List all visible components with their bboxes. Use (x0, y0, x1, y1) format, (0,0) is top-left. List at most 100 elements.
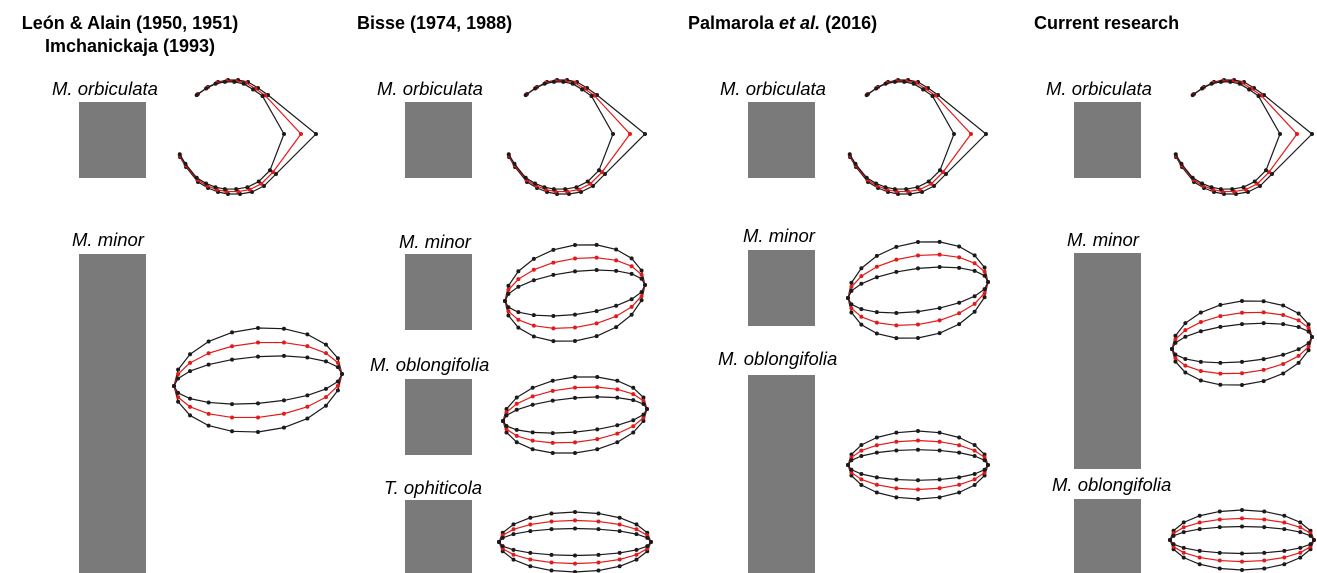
c4-minor-outline-mean-point (1173, 356, 1178, 361)
c2-minor-outline-inner-point (551, 314, 556, 319)
c2-minor-outline-inner-point (506, 291, 511, 296)
c3-minor-outline-inner-point (859, 307, 864, 312)
c4-oblongifolia-outline-inner-point (1171, 533, 1176, 538)
c3-orbiculata-outline-inner-point (847, 152, 852, 157)
c2-minor-outline-outer-point (506, 283, 511, 288)
c4-minor-outline-inner-point (1183, 334, 1188, 339)
c2-oblongifolia-outline-mean-point (595, 437, 600, 442)
c2-oblongifolia-outline-inner-point (550, 398, 555, 403)
c2-orbiculata-outline-inner-point (585, 179, 590, 184)
bar-c3-orbiculata (748, 102, 815, 178)
c4-minor-outline-outer-point (1198, 378, 1203, 383)
c2-ophiticola-outline-inner (498, 527, 652, 557)
c2-minor-outline-mean (504, 257, 646, 329)
c2-orbiculata-outline-inner-point (523, 175, 528, 180)
c2-oblongifolia-outline-inner-point (504, 423, 509, 428)
c2-minor-outline-inner-point (516, 310, 521, 315)
c2-ophiticola-outline-mean-point (617, 557, 622, 562)
c2-oblongifolia-outline-outer-point (514, 440, 519, 445)
c4-minor-outline-mean-point (1306, 325, 1311, 330)
c2-oblongifolia-outline-inner-point (530, 402, 535, 407)
c4-minor-outline-mean-point (1198, 320, 1203, 325)
c3-oblongifolia-outline-inner-point (972, 471, 977, 476)
c4-minor-outline-inner-point (1240, 322, 1244, 327)
c4-orbiculata-outline-inner-point (1190, 93, 1195, 98)
c4-minor-outline-inner-point (1261, 321, 1266, 326)
bar-c3-minor (748, 250, 815, 326)
c3-oblongifolia-outline-outer-point (894, 430, 899, 435)
c3-minor-outline-mean-point (982, 269, 987, 274)
c3-minor-outline-inner-point (982, 273, 987, 278)
c1-orbiculata-outline-outer-point (314, 132, 318, 136)
c3-minor-outline-outer-point (894, 244, 899, 249)
c4-minor-outline-outer-point (1306, 348, 1311, 353)
c4-minor-outline-mean-point (1261, 367, 1266, 372)
c4-orbiculata-outline-inner-point (1179, 161, 1184, 166)
label-c4-minor: M. minor (1067, 229, 1139, 250)
c3-oblongifolia-outline-mean-point (972, 477, 977, 482)
label-c2-minor: M. minor (399, 231, 471, 252)
c3-orbiculata-outline-inner-point (911, 81, 916, 86)
c4-minor-outline-outer-point (1296, 360, 1301, 365)
c2-minor-outline-inner-point (573, 269, 577, 274)
c2-ophiticola-outline-inner-point (649, 540, 653, 544)
c1-minor-outline-inner (173, 355, 343, 405)
c4-oblongifolia-outline-inner-point (1197, 548, 1202, 553)
c4-oblongifolia-outline-mean-point (1197, 520, 1202, 525)
column-title-palmarola: Palmarola et al. (2016) (688, 12, 877, 35)
c1-minor-outline-inner-point (335, 365, 340, 370)
c1-orbiculata-outline-inner-point (234, 187, 239, 192)
c3-minor-outline-inner-point (957, 300, 962, 305)
c2-orbiculata-outline-inner-point (561, 79, 566, 84)
c2-ophiticola-outline-outer-point (596, 511, 601, 516)
c4-minor-outline-mean-point (1183, 363, 1188, 368)
c2-ophiticola-outline-mean-point (511, 552, 516, 557)
c1-orbiculata-outline-inner-point (260, 94, 265, 99)
c3-minor-outline-mean-point (859, 314, 864, 319)
c1-minor-outline-outer-point (188, 352, 193, 357)
c3-minor-outline-mean-point (894, 323, 899, 328)
c3-orbiculata-outline-outer-point (944, 172, 948, 176)
c2-orbiculata-outline-inner-point (574, 185, 579, 190)
c1-minor-outline-outer-point (323, 403, 328, 408)
c4-minor-outline-mean (1171, 311, 1313, 375)
c3-minor-outline-inner-point (859, 281, 864, 286)
c4-minor-outline-inner-point (1296, 347, 1301, 352)
c4-oblongifolia-outline-inner-point (1298, 530, 1303, 535)
c3-oblongifolia-outline-mean-point (874, 482, 879, 487)
c4-oblongifolia-outline-inner-point (1308, 533, 1313, 538)
c3-minor-outline-outer-point (849, 310, 854, 315)
c4-minor-outline-mean-point (1240, 371, 1244, 376)
c2-ophiticola-outline-outer-point (596, 568, 601, 573)
c2-minor-outline-inner-point (594, 267, 599, 272)
c3-minor-outline-mean-point (937, 318, 942, 323)
c4-minor-outline-outer-point (1240, 383, 1244, 387)
c1-minor-outline-outer-point (206, 339, 211, 344)
c3-oblongifolia-outline-mean-point (937, 486, 942, 491)
c3-minor-outline-mean-point (916, 322, 920, 327)
c1-minor-outline-inner-point (323, 386, 328, 391)
c3-orbiculata-outline-inner-point (921, 87, 926, 92)
c1-orbiculata-outline-inner-point (251, 87, 256, 92)
c2-oblongifolia-outline-inner-point (550, 431, 555, 436)
c4-orbiculata-outline-inner-point (1209, 81, 1214, 86)
c3-minor-outline-mean-point (874, 264, 879, 269)
c4-oblongifolia-outline-inner-point (1240, 551, 1244, 556)
c4-oblongifolia-outline-outer-point (1197, 562, 1202, 567)
c3-oblongifolia-outline-inner-point (916, 478, 920, 483)
c2-minor-outline-outer-point (551, 339, 556, 344)
c1-orbiculata-outline-inner-point (194, 93, 199, 98)
c1-minor-outline-inner-point (256, 401, 260, 406)
c2-minor-outline-outer-point (551, 247, 556, 252)
c4-orbiculata-outline-outer-point (1270, 172, 1274, 176)
c3-orbiculata-outline-inner-point (926, 179, 931, 184)
c2-orbiculata-outline-mean-point (588, 181, 593, 186)
c2-minor-outline-inner-point (531, 278, 536, 283)
c4-orbiculata-outline-mean-point (1295, 132, 1299, 136)
c4-minor-outline-outer-point (1183, 370, 1188, 375)
c2-orbiculata-outline-inner-point (597, 168, 601, 173)
c3-minor-outline-inner (847, 266, 989, 314)
c3-oblongifolia-outline-outer-point (972, 443, 977, 448)
c3-oblongifolia-outline-outer-point (982, 473, 987, 478)
c4-oblongifolia-outline-outer-point (1262, 566, 1267, 571)
